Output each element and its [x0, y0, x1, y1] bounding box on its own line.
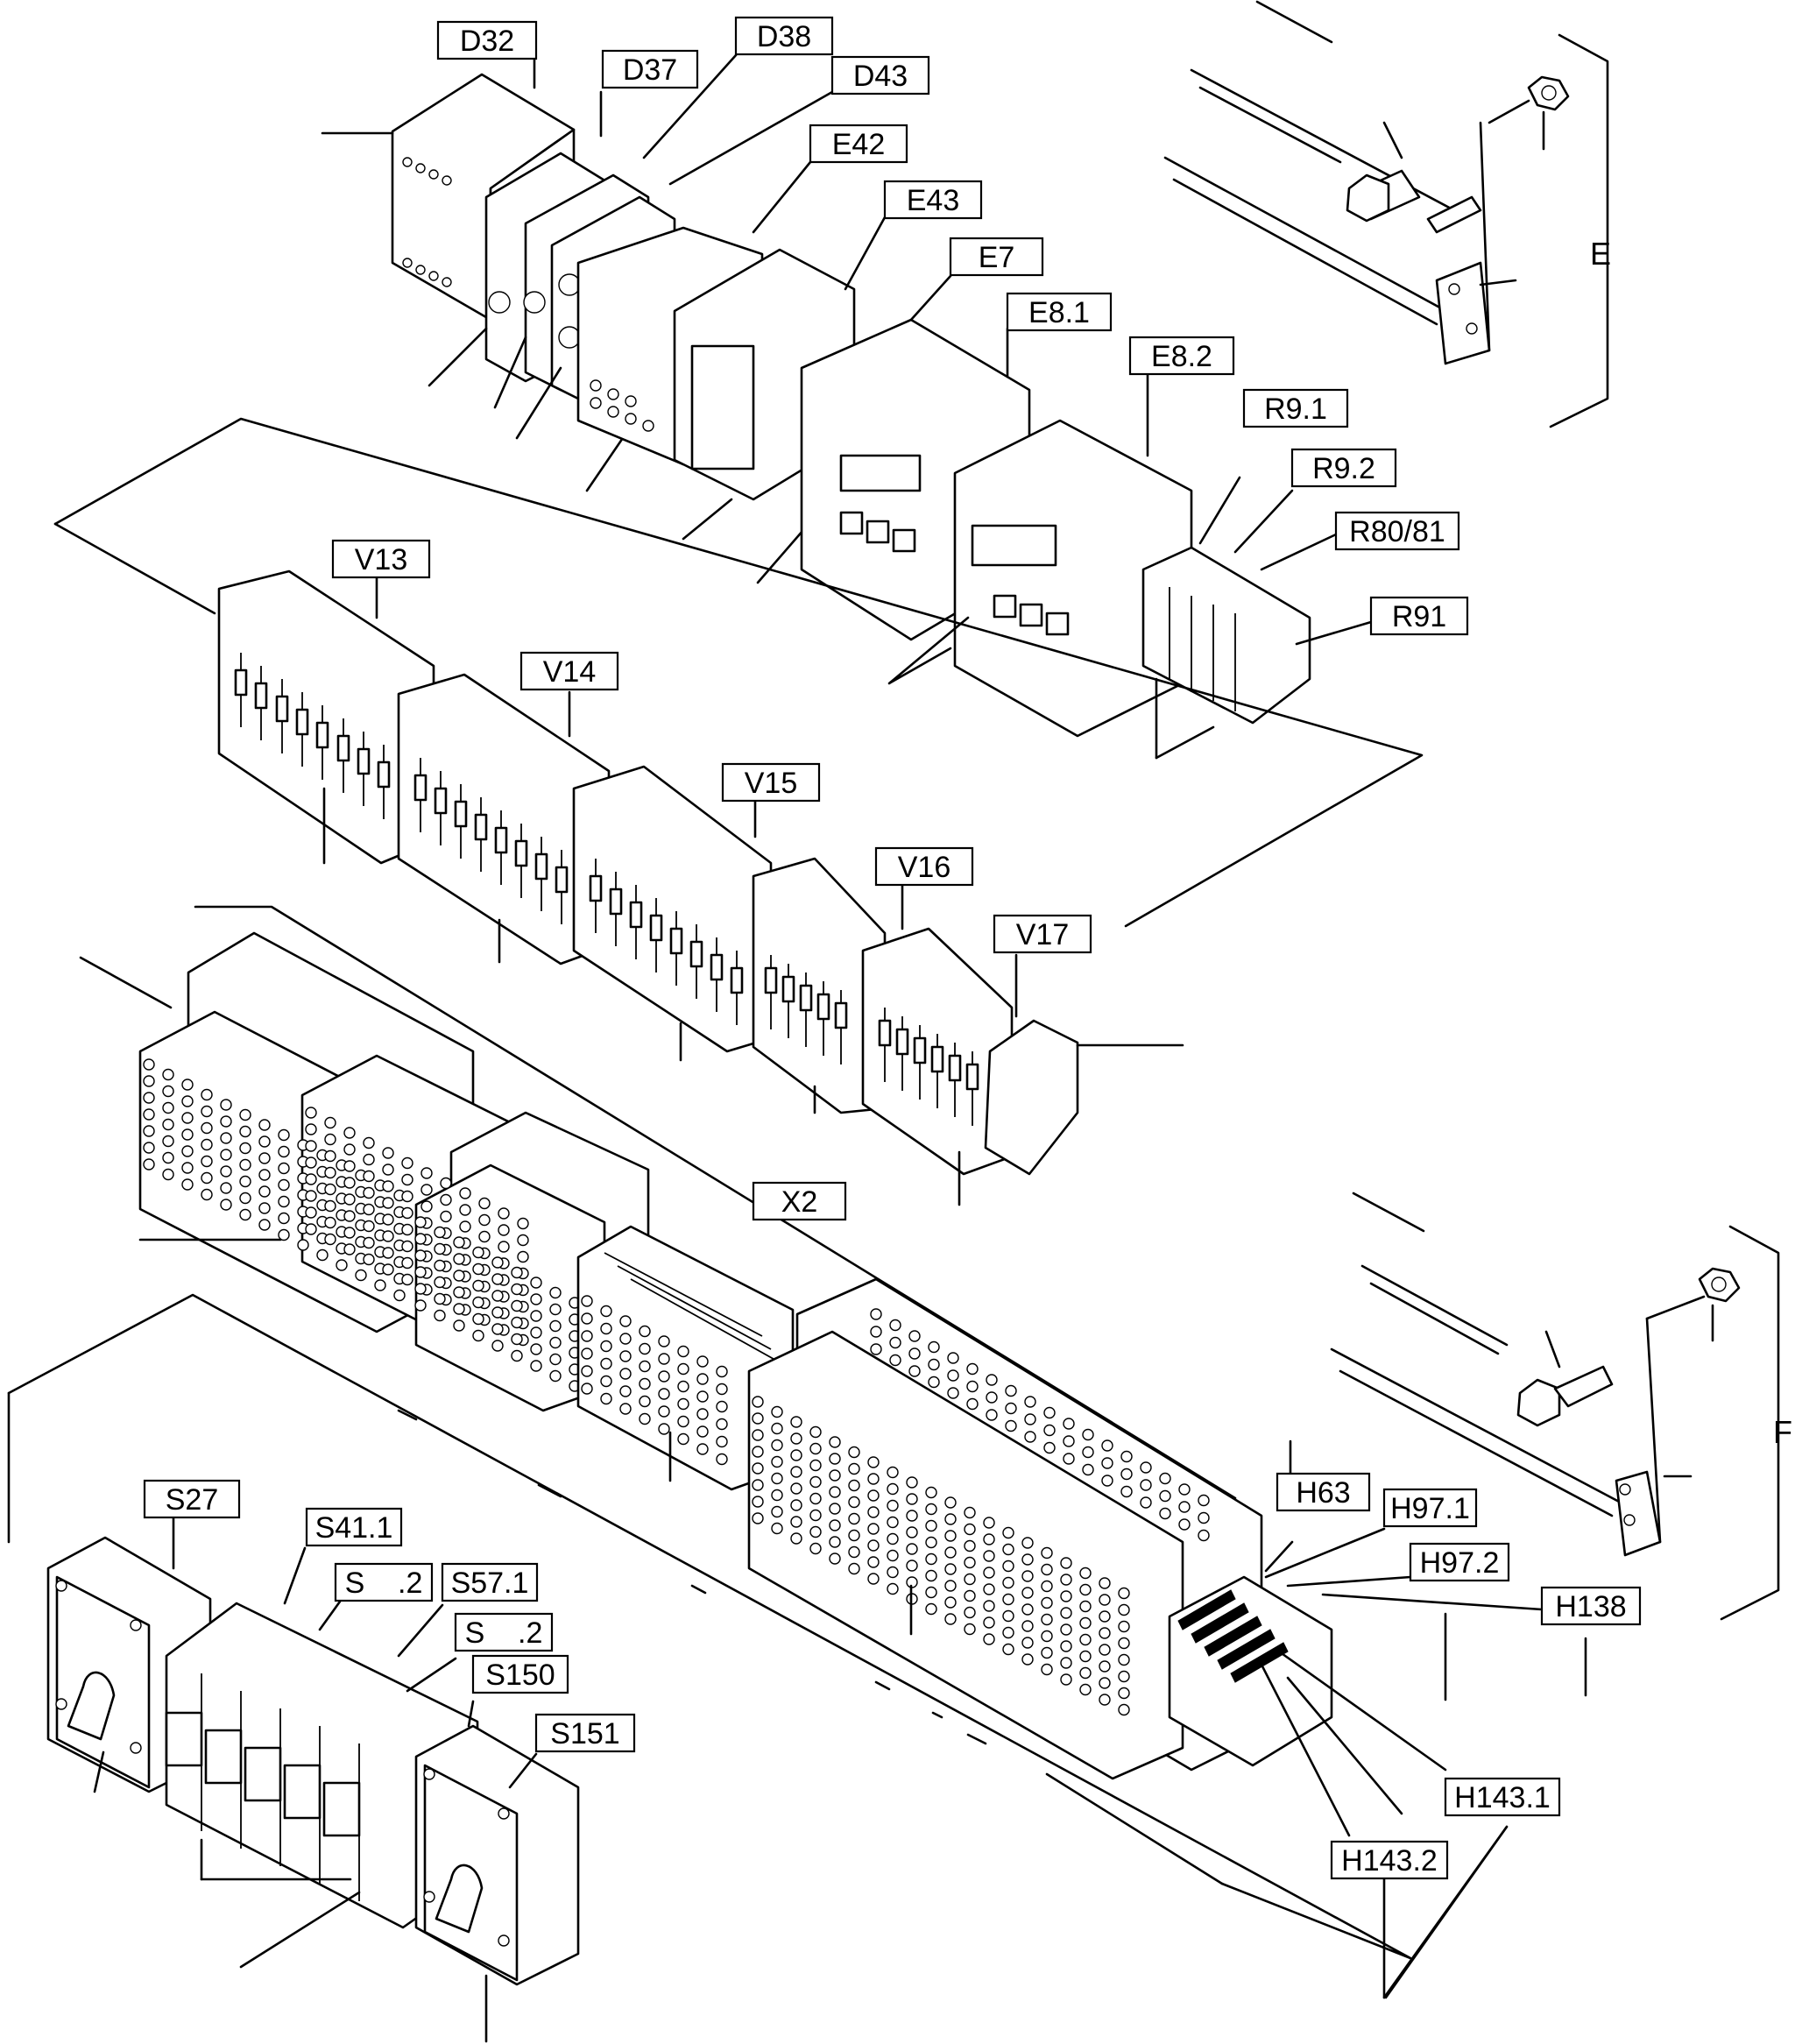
label-text-s57-1: S57.1 — [451, 1567, 529, 1600]
label-s41-1: S41.1 — [305, 1507, 403, 1547]
terminal-holes-right — [752, 1308, 1210, 1716]
label-text-s-2b: S .2 — [465, 1616, 543, 1650]
label-v17: V17 — [993, 914, 1092, 954]
label-e42: E42 — [809, 124, 908, 164]
label-r9-1: R9.1 — [1242, 388, 1349, 428]
label-text-r91: R91 — [1392, 600, 1446, 633]
label-e7: E7 — [949, 237, 1044, 277]
label-text-s27: S27 — [166, 1483, 219, 1517]
label-h143-1: H143.1 — [1444, 1777, 1561, 1817]
label-v16: V16 — [874, 846, 974, 887]
label-d38: D38 — [734, 16, 834, 56]
label-v15: V15 — [721, 762, 821, 803]
label-text-r80-81: R80/81 — [1349, 515, 1445, 548]
label-text-s151: S151 — [550, 1717, 619, 1750]
switch-row — [46, 1517, 580, 2043]
label-h63: H63 — [1276, 1472, 1371, 1512]
label-d43: D43 — [830, 55, 930, 95]
dashed-guide — [397, 1409, 1224, 1885]
rail-assembly-e — [1163, 0, 1609, 428]
label-text-e43: E43 — [907, 184, 960, 217]
label-text-h143-1: H143.1 — [1454, 1781, 1551, 1814]
label-text-e42: E42 — [832, 128, 886, 161]
label-h138: H138 — [1540, 1586, 1642, 1626]
side-label-e: E — [1590, 236, 1611, 272]
label-d37: D37 — [601, 49, 699, 89]
label-h97-2: H97.2 — [1409, 1542, 1510, 1582]
label-text-h143-2: H143.2 — [1341, 1844, 1438, 1878]
label-v13: V13 — [331, 539, 431, 579]
label-h97-1: H97.1 — [1382, 1488, 1478, 1528]
rail-assembly-f — [1330, 1192, 1780, 1621]
label-h143-2: H143.2 — [1330, 1840, 1449, 1880]
label-s57-1: S57.1 — [441, 1562, 539, 1602]
label-text-h97-1: H97.1 — [1390, 1492, 1470, 1525]
label-s27: S27 — [143, 1479, 241, 1519]
label-s150: S150 — [471, 1654, 569, 1694]
label-text-r9-2: R9.2 — [1312, 452, 1375, 485]
label-text-v16: V16 — [898, 851, 951, 884]
side-label-f: F — [1773, 1414, 1792, 1450]
label-e8-1: E8.1 — [1006, 292, 1113, 332]
label-s151: S151 — [534, 1713, 636, 1753]
label-r80-81: R80/81 — [1334, 511, 1460, 551]
terminal-block-row — [217, 569, 1184, 1206]
label-text-v15: V15 — [745, 767, 798, 800]
label-s-2b: S .2 — [454, 1612, 554, 1652]
label-text-s41-1: S41.1 — [315, 1511, 393, 1545]
terminal-holes-center — [581, 1295, 728, 1466]
label-text-d43: D43 — [853, 60, 908, 93]
label-e8-2: E8.2 — [1128, 336, 1235, 376]
label-text-v17: V17 — [1016, 918, 1070, 951]
terminal-holes-left — [143, 1058, 581, 1392]
label-text-e8-2: E8.2 — [1151, 340, 1212, 373]
label-text-s-2a: S .2 — [345, 1567, 423, 1600]
label-text-s150: S150 — [485, 1659, 555, 1692]
label-text-v13: V13 — [355, 543, 408, 576]
label-e43: E43 — [883, 180, 983, 220]
label-text-d32: D32 — [460, 25, 514, 58]
label-text-d38: D38 — [757, 20, 811, 53]
x2-terminal-group — [7, 905, 1587, 1999]
label-text-h138: H138 — [1555, 1590, 1626, 1623]
label-text-e8-1: E8.1 — [1028, 296, 1090, 329]
label-text-v14: V14 — [543, 655, 597, 689]
label-text-d37: D37 — [623, 53, 677, 87]
label-d32: D32 — [436, 20, 538, 60]
label-x2: X2 — [752, 1181, 847, 1221]
label-text-r9-1: R9.1 — [1264, 393, 1327, 426]
label-text-e7: E7 — [979, 241, 1015, 274]
label-s-2a: S .2 — [334, 1562, 434, 1602]
label-text-h63: H63 — [1296, 1476, 1350, 1510]
top-component-row — [53, 53, 1424, 928]
label-r91: R91 — [1369, 596, 1469, 636]
label-text-h97-2: H97.2 — [1420, 1546, 1500, 1580]
label-r9-2: R9.2 — [1290, 448, 1397, 488]
label-v14: V14 — [519, 651, 619, 691]
label-text-x2: X2 — [781, 1185, 818, 1219]
